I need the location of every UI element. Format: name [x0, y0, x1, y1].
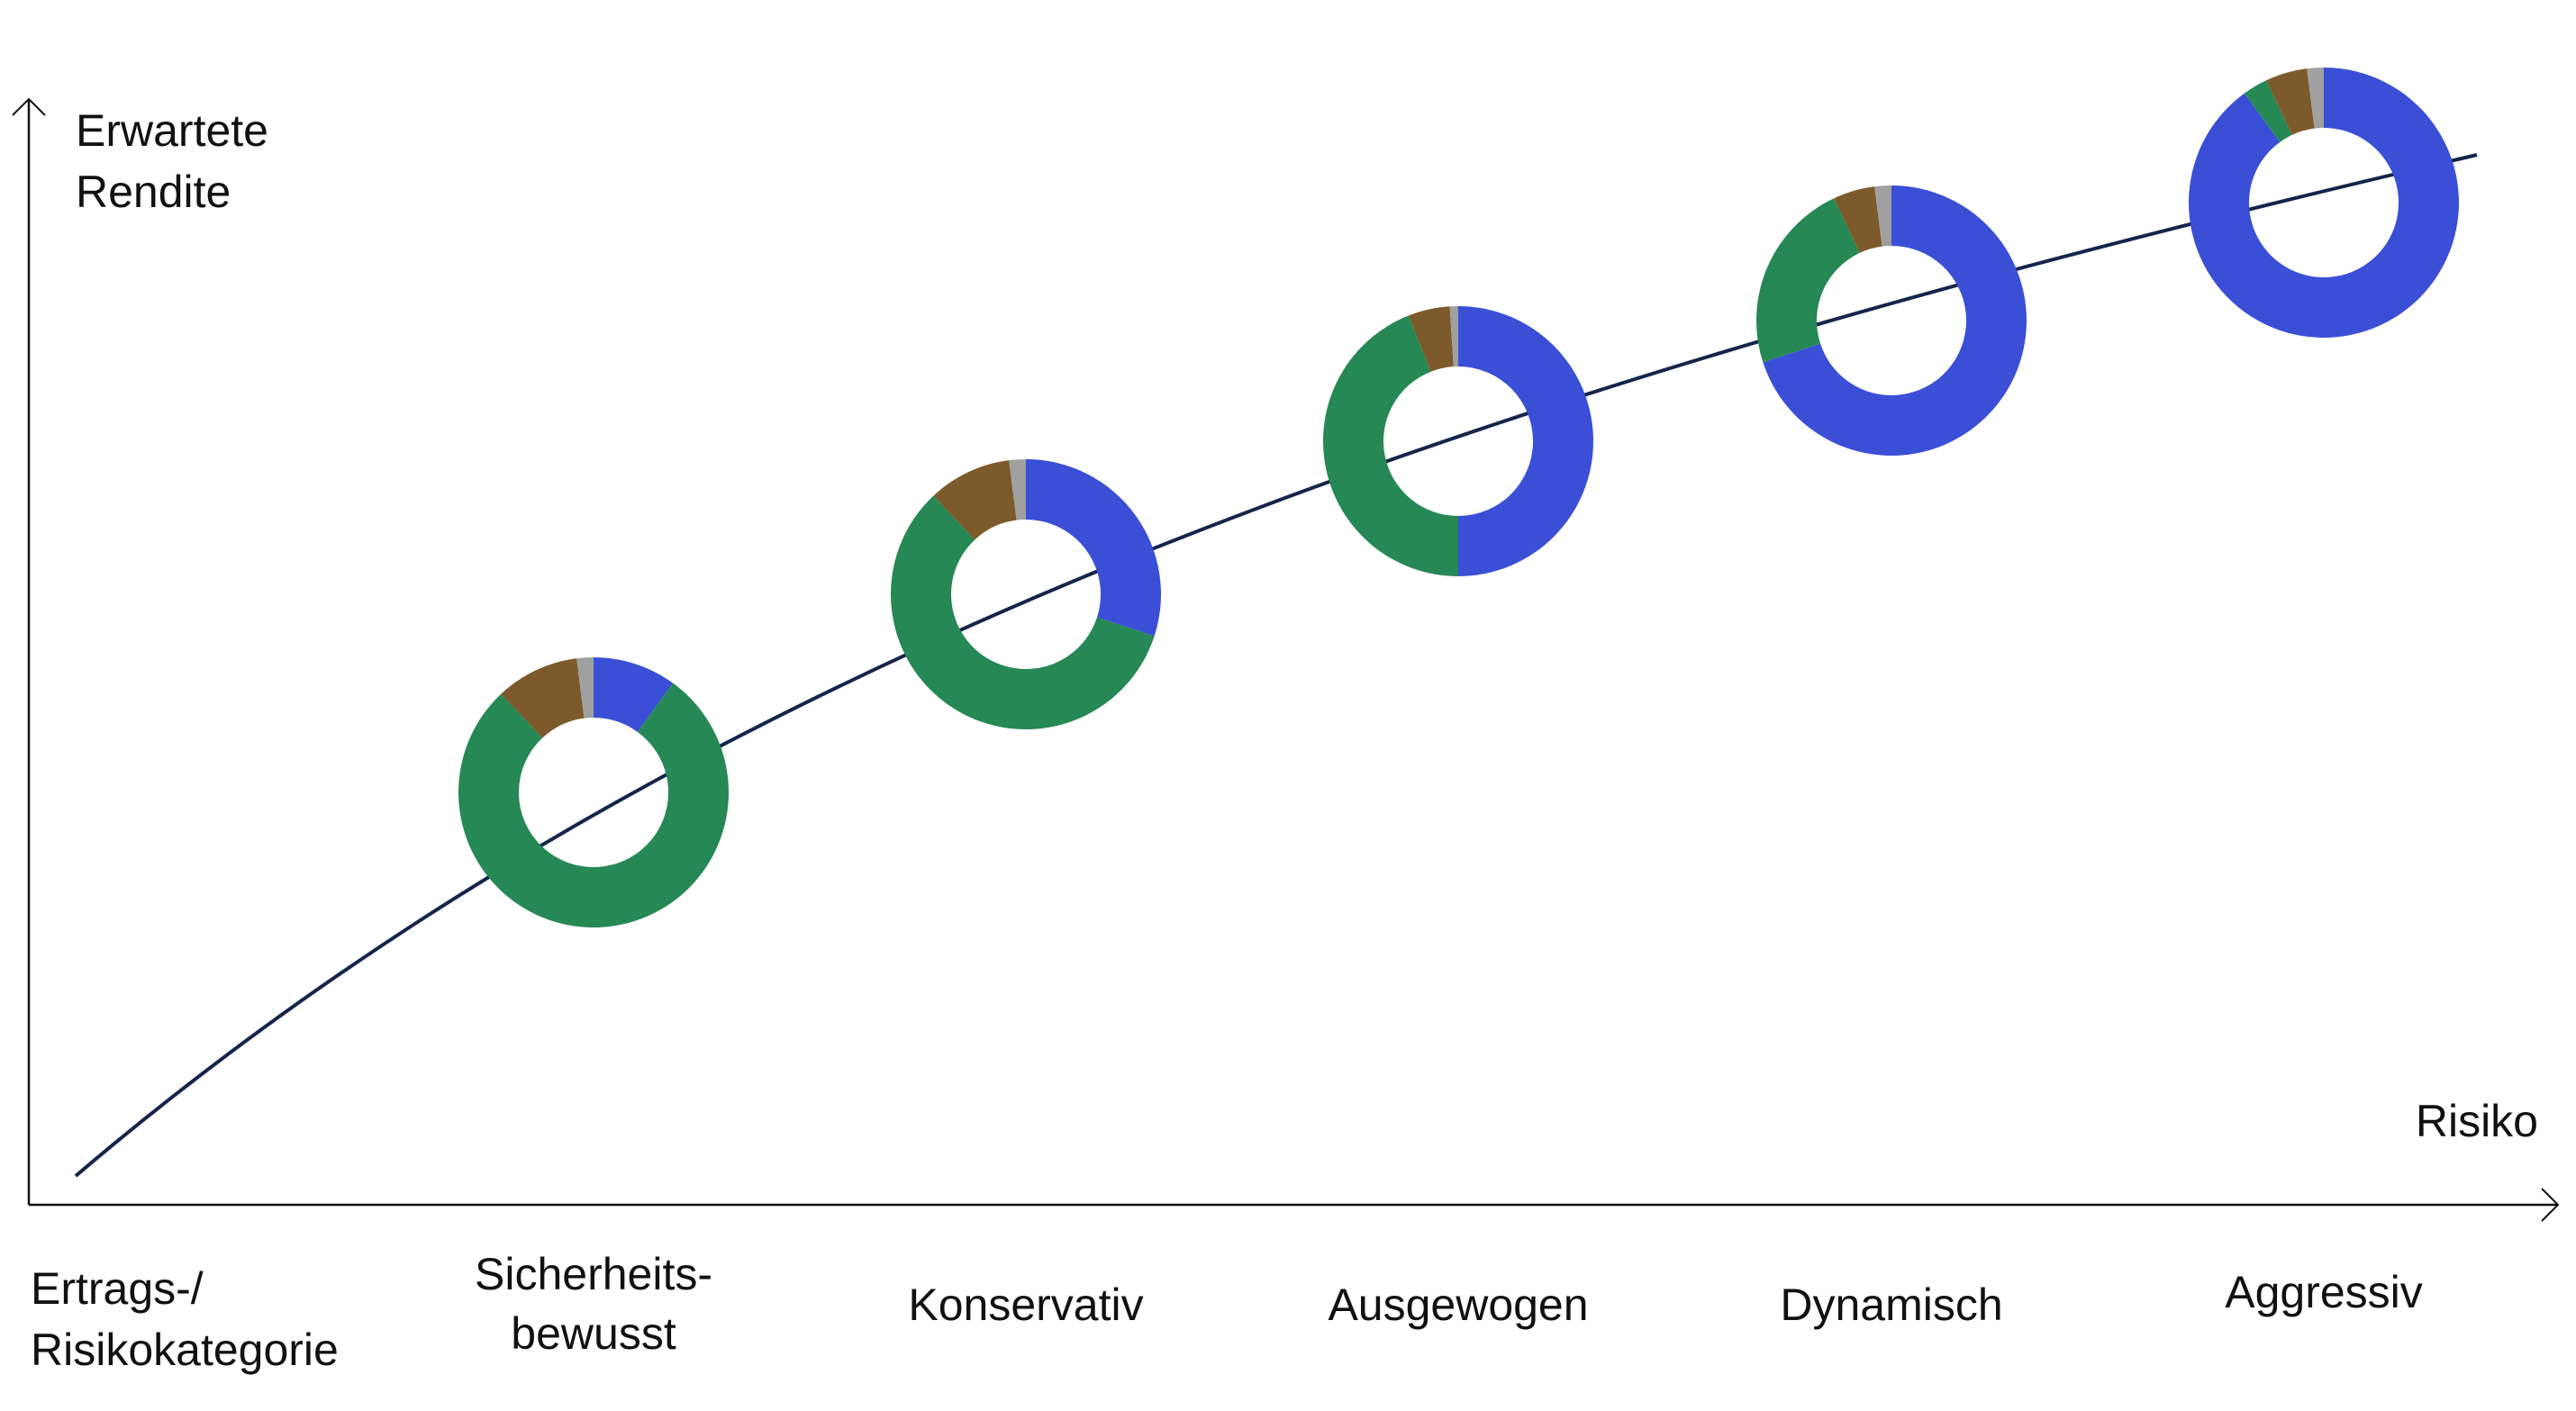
- y-axis-label: Erwartete Rendite: [76, 105, 281, 217]
- donut-4: [1756, 185, 2027, 456]
- donut-4-slice-grey: [1874, 185, 1891, 247]
- donut-5-slice-green: [2244, 80, 2292, 142]
- donut-3-slice-brown: [1408, 306, 1454, 372]
- donut-3: [1323, 306, 1593, 576]
- donut-5-slice-grey: [2307, 68, 2324, 129]
- donut-4-slice-green: [1756, 198, 1860, 363]
- category-label-1-line-2: bewusst: [511, 1308, 676, 1359]
- y-axis-label-line-1: Erwartete: [76, 105, 268, 156]
- donut-1-slice-green: [458, 683, 729, 928]
- category-label-5: Aggressiv: [2225, 1267, 2423, 1317]
- category-label-5-line-1: Aggressiv: [2225, 1267, 2423, 1317]
- category-labels: Sicherheits-bewusst Konservativ Ausgewogen…: [475, 1249, 2423, 1359]
- donut-5-slice-brown: [2266, 68, 2315, 135]
- donut-1: [458, 657, 729, 928]
- donut-3-slice-green: [1323, 315, 1458, 576]
- allocation-donuts: [458, 68, 2460, 928]
- category-header: Ertrags-/ Risikokategorie: [31, 1263, 339, 1375]
- donut-5-slice-blue: [2189, 68, 2460, 338]
- category-label-2-line-1: Konservativ: [908, 1280, 1143, 1330]
- donut-2-slice-blue: [1026, 459, 1161, 637]
- return-curve: [74, 153, 2478, 1178]
- donut-3-slice-blue: [1458, 306, 1593, 576]
- donut-1-slice-grey: [576, 657, 594, 719]
- donut-5: [2189, 68, 2460, 338]
- category-label-4: Dynamisch: [1780, 1280, 2002, 1330]
- donut-2-slice-brown: [933, 460, 1017, 540]
- donut-1-slice-blue: [594, 657, 674, 732]
- donut-4-slice-blue: [1763, 185, 2027, 456]
- donut-1-slice-brown: [501, 658, 585, 738]
- donut-3-slice-grey: [1449, 306, 1458, 367]
- category-header-line-2: Risikokategorie: [31, 1325, 339, 1375]
- donut-2-slice-grey: [1009, 459, 1026, 520]
- category-header-line-1: Ertrags-/: [31, 1263, 204, 1314]
- category-label-1-line-1: Sicherheits-: [475, 1249, 712, 1299]
- category-label-3: Ausgewogen: [1328, 1280, 1588, 1330]
- category-label-1: Sicherheits-bewusst: [475, 1249, 712, 1359]
- category-label-3-line-1: Ausgewogen: [1328, 1280, 1588, 1330]
- donut-2: [890, 459, 1161, 730]
- donut-4-slice-brown: [1834, 186, 1882, 253]
- category-label-2: Konservativ: [908, 1280, 1143, 1330]
- y-axis-label-line-2: Rendite: [76, 167, 231, 217]
- category-label-4-line-1: Dynamisch: [1780, 1280, 2002, 1330]
- donut-2-slice-green: [890, 495, 1155, 730]
- x-axis-label: Risiko: [2416, 1096, 2538, 1146]
